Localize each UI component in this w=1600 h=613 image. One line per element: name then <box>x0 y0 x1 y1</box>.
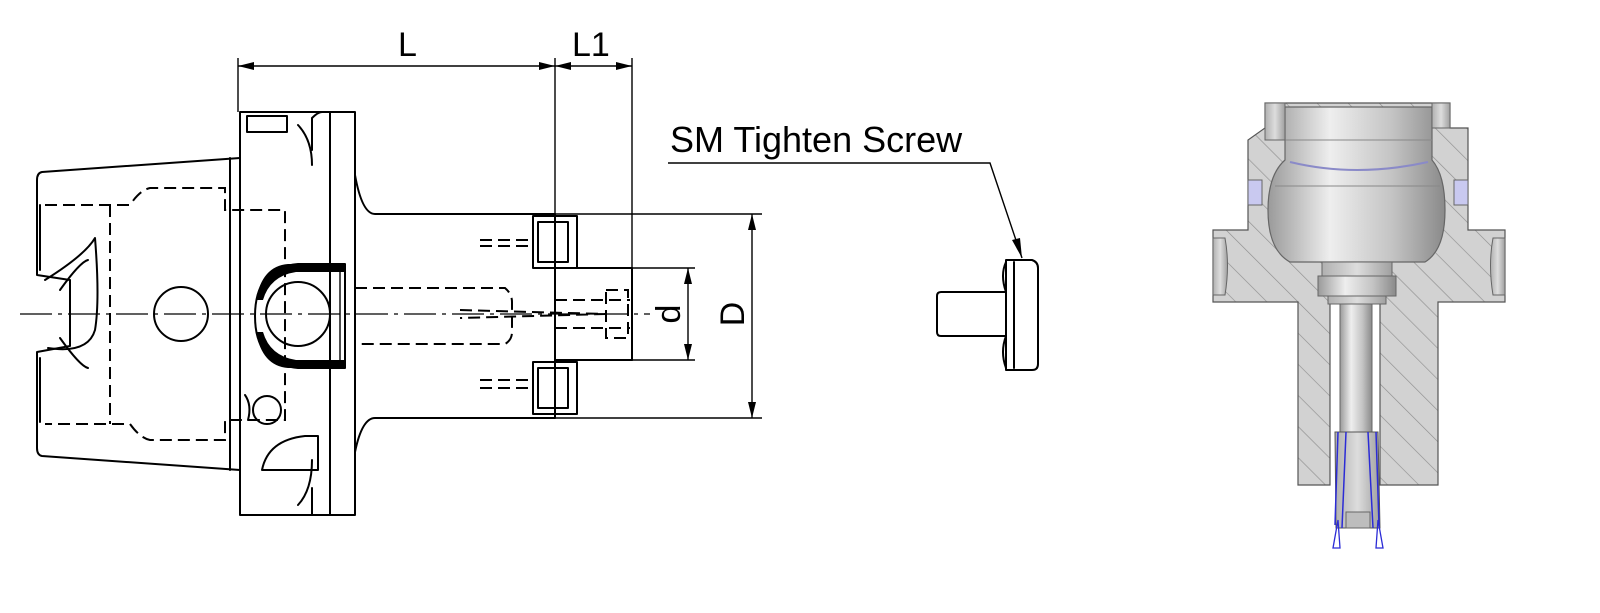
section-view <box>1212 102 1506 549</box>
dim-label-D: D <box>714 302 752 327</box>
dim-label-L1: L1 <box>572 26 610 64</box>
dimension-D: D <box>555 213 762 419</box>
tighten-screw-callout: SM Tighten Screw <box>668 119 1023 259</box>
taper-shank <box>36 157 286 471</box>
dim-label-d: d <box>650 305 688 324</box>
flange <box>239 111 356 516</box>
dim-label-L: L <box>398 26 417 64</box>
side-view-drawing: L L1 d D <box>20 26 762 516</box>
dimension-L1: L1 <box>555 26 633 268</box>
face-screws <box>532 215 633 415</box>
top-notch-left <box>1264 102 1286 141</box>
tighten-screw-part <box>936 259 1039 371</box>
dimension-d: d <box>632 267 695 361</box>
top-notch-right <box>1431 102 1451 129</box>
pull-stud-neck <box>1321 261 1393 277</box>
callout-label: SM Tighten Screw <box>670 119 963 160</box>
spindle-rod <box>1339 303 1373 437</box>
bore-chamber <box>1267 106 1446 263</box>
dimension-L: L <box>237 26 556 214</box>
locking-screw-hole <box>254 263 346 369</box>
